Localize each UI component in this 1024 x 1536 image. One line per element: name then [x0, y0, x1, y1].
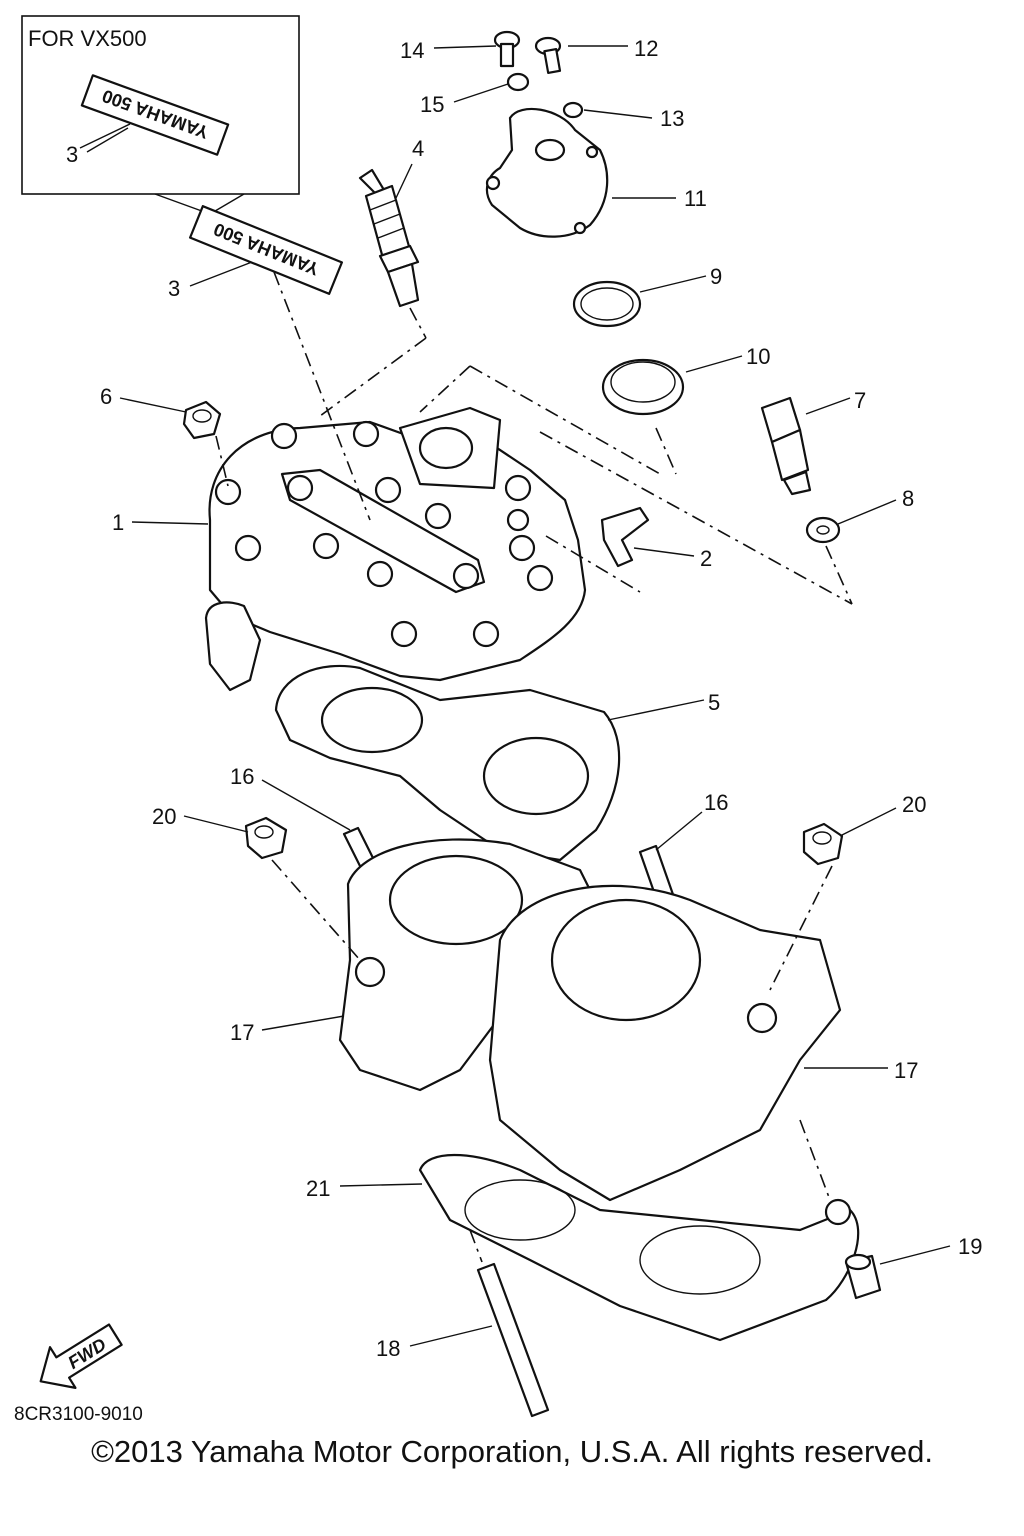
callout-17-left: 17: [230, 1020, 254, 1045]
callout-11: 11: [684, 186, 707, 211]
base-gasket: [418, 1154, 860, 1342]
nut-20-right: [802, 822, 844, 866]
bolt-12: [534, 36, 562, 74]
callout-1: 1: [112, 510, 124, 535]
washer-8: [805, 516, 841, 544]
callout-15: 15: [420, 92, 444, 117]
callout-4: 4: [412, 136, 424, 161]
cylinder-left: [338, 838, 602, 1092]
outlet-cover: [485, 107, 609, 238]
callout-21: 21: [306, 1176, 330, 1201]
nut-6: [182, 400, 222, 440]
cylinder-right: [488, 884, 842, 1202]
alignment-lines: [215, 271, 853, 1263]
callout-16-right: 16: [704, 790, 728, 815]
callout-3: 3: [168, 276, 180, 301]
diagram-code: 8CR3100-9010: [14, 1404, 143, 1425]
stud-18: [476, 1262, 550, 1418]
cylinder-head: [204, 406, 587, 692]
callout-6: 6: [100, 384, 112, 409]
inset-box: FOR VX500 YAMAHA 500: [21, 15, 300, 195]
callout-20-right: 20: [902, 792, 926, 817]
callout-9: 9: [710, 264, 722, 289]
callout-7: 7: [854, 388, 866, 413]
spark-plug: [358, 168, 420, 308]
callout-16-left: 16: [230, 764, 254, 789]
callout-14: 14: [400, 38, 424, 63]
callout-10: 10: [746, 344, 770, 369]
callout-labels: 3 3 4 14 12 15 13 11 9 10 7 8 2 6 1 5 16…: [66, 36, 982, 1361]
sensor-7: [760, 396, 812, 496]
washer-15: [506, 72, 530, 92]
callout-12: 12: [634, 36, 658, 61]
callout-18: 18: [376, 1336, 400, 1361]
callout-13: 13: [660, 106, 684, 131]
bolt-14: [493, 30, 521, 68]
callout-19: 19: [958, 1234, 982, 1259]
head-gasket: [274, 664, 621, 862]
copyright-notice: ©2013 Yamaha Motor Corporation, U.S.A. A…: [91, 1434, 933, 1469]
washer-13: [562, 101, 584, 119]
nut-20-left: [244, 816, 288, 860]
callout-8: 8: [902, 486, 914, 511]
decal-main: YAMAHA 500: [188, 205, 344, 295]
nut-19: [844, 1253, 882, 1300]
o-ring-9: [572, 280, 642, 328]
callout-5: 5: [708, 690, 720, 715]
callout-3-inset: 3: [66, 142, 78, 167]
callout-17-right: 17: [894, 1058, 918, 1083]
leader-lines: [86, 45, 951, 1347]
fwd-arrow: FWD: [39, 1323, 123, 1389]
inset-title: FOR VX500: [28, 26, 147, 51]
gasket-10: [601, 358, 685, 416]
callout-2: 2: [700, 546, 712, 571]
callout-20-left: 20: [152, 804, 176, 829]
fitting-2: [600, 506, 650, 568]
